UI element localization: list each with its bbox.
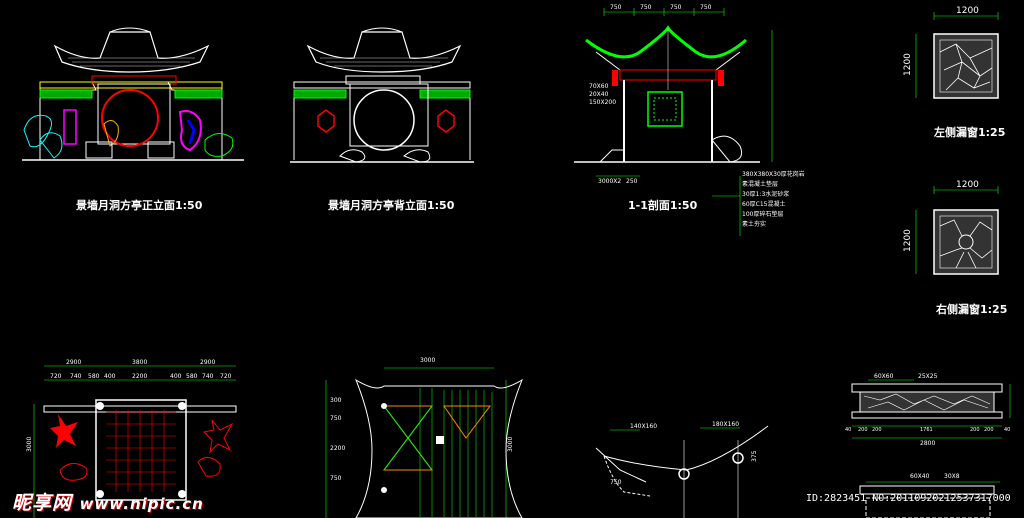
detail-dim: 375	[751, 450, 758, 462]
bench-dim-part: 200	[872, 427, 882, 433]
bench-dim-part: 200	[970, 427, 980, 433]
roof-plan-dim-left: 300	[330, 397, 342, 404]
plan-dim-part: 400	[104, 373, 116, 380]
plan-dim-total: 2900	[66, 359, 81, 366]
plan-dim-total: 3800	[132, 359, 147, 366]
plan-dim-part: 740	[202, 373, 214, 380]
section-dim-top: 750	[610, 4, 622, 11]
plan-dim-part: 720	[220, 373, 232, 380]
roof-plan-dim-left: 2200	[330, 445, 345, 452]
floor-plan-drawing: 2900 3800 2900 720 740 580 400 2200 400 …	[26, 359, 237, 518]
section-dim-top: 750	[670, 4, 682, 11]
bench-drawing: 60X60 25X25 40 200 200 1761 200 200 40 2…	[845, 373, 1010, 518]
bench-dim-part: 1761	[920, 427, 933, 433]
section-dim-base: 3000X2	[598, 178, 621, 185]
back-elevation-drawing	[290, 27, 474, 163]
image-id-watermark: ID:2823451 NO:20110920212537317000	[806, 493, 1011, 504]
section-note: 素土夯实	[742, 220, 766, 228]
window-height-dim: 1200	[903, 53, 913, 76]
bench-dim-part: 40	[1004, 427, 1010, 433]
section-note: 60厚C15混凝土	[742, 200, 785, 208]
roof-plan-dim-side: 3000	[507, 437, 514, 452]
watermark-brand: 昵享网	[12, 492, 73, 514]
left-window-drawing: 1200 1200	[903, 6, 999, 99]
roof-plan-dim-top: 3000	[420, 357, 435, 364]
section-dim-base: 250	[626, 178, 638, 185]
left-window-title: 左侧漏窗1:25	[934, 126, 1006, 139]
bench-dim-lower: 60X40	[910, 473, 930, 480]
section-dim-top: 750	[700, 4, 712, 11]
plan-dim-part: 580	[88, 373, 100, 380]
section-note: 素混凝土垫层	[742, 180, 778, 188]
site-watermark: 昵享网 www.nipic.cn	[12, 488, 204, 515]
watermark-url: www.nipic.cn	[79, 495, 204, 513]
plan-dim-part: 740	[70, 373, 82, 380]
plan-dim-side: 3000	[26, 437, 33, 452]
plan-dim-total: 2900	[200, 359, 215, 366]
plan-dim-part: 400	[170, 373, 182, 380]
bench-dim-part: 200	[858, 427, 868, 433]
bench-dim-part: 40	[845, 427, 851, 433]
bench-dim-total: 2800	[920, 440, 935, 447]
bench-dim-lower: 30X8	[944, 473, 960, 480]
section-title: 1-1剖面1:50	[628, 199, 698, 212]
eave-detail-drawing: 140X160 180X160 375 750	[595, 421, 769, 518]
plan-dim-part: 580	[186, 373, 198, 380]
window-height-dim: 1200	[903, 229, 913, 252]
plan-dim-part: 720	[50, 373, 62, 380]
section-drawing: 750 750 750 750 70X60 20X40 150X200 3000…	[574, 4, 805, 236]
right-window-title: 右侧漏窗1:25	[936, 303, 1008, 316]
roof-plan-dim-left: 750	[330, 475, 342, 482]
window-width-dim: 1200	[956, 180, 979, 190]
bench-dim-top: 25X25	[918, 373, 938, 380]
window-width-dim: 1200	[956, 6, 979, 16]
section-note: 30厚1:3水泥砂浆	[742, 190, 789, 198]
front-elevation-drawing	[22, 27, 244, 161]
section-note: 380X380X30厚花岗岩	[742, 170, 805, 178]
section-dim-left: 70X60	[589, 83, 609, 90]
roof-plan-drawing: 3000 3000 300 750 2200 750	[325, 357, 524, 518]
roof-plan-dim-left: 750	[330, 415, 342, 422]
section-dim-left: 150X200	[589, 99, 616, 106]
section-dim-top: 750	[640, 4, 652, 11]
plan-dim-part: 2200	[132, 373, 147, 380]
section-note: 100厚碎石垫层	[742, 210, 783, 218]
bench-dim-top: 60X60	[874, 373, 894, 380]
bench-dim-part: 200	[984, 427, 994, 433]
detail-dim: 180X160	[712, 421, 739, 428]
front-elevation-title: 景墙月洞方亭正立面1:50	[76, 199, 203, 212]
right-window-drawing: 1200 1200	[903, 180, 999, 275]
section-dim-left: 20X40	[589, 91, 609, 98]
back-elevation-title: 景墙月洞方亭背立面1:50	[328, 199, 455, 212]
detail-dim: 750	[610, 479, 622, 486]
detail-dim: 140X160	[630, 423, 657, 430]
